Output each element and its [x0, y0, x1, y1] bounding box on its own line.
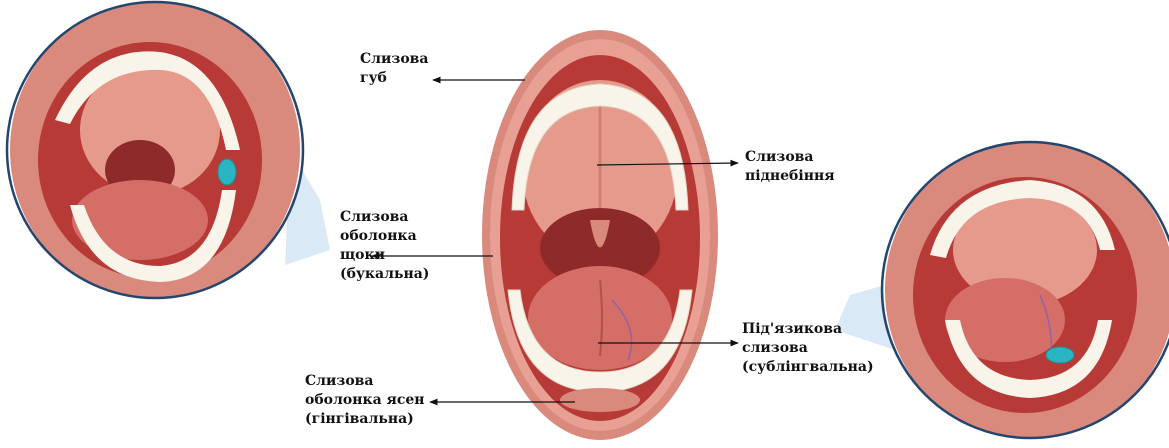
lower-gum: [560, 388, 640, 412]
central-mouth: [482, 30, 718, 440]
label-lips: Слизова губ: [360, 50, 428, 88]
label-palate: Слизова піднебіння: [745, 148, 835, 186]
label-sublingual: Під'язикова слизова (сублінгвальна): [742, 320, 874, 377]
sublingual-tablet-icon: [1046, 347, 1074, 363]
buccal-tablet-icon: [218, 159, 236, 185]
sublingual-zoom-circle: [882, 140, 1169, 440]
buccal-zoom-circle: [7, 0, 303, 300]
label-gingival: Слизова оболонка ясен (гінгівальна): [305, 372, 425, 429]
label-buccal: Слизова оболонка щоки (букальна): [340, 208, 429, 284]
